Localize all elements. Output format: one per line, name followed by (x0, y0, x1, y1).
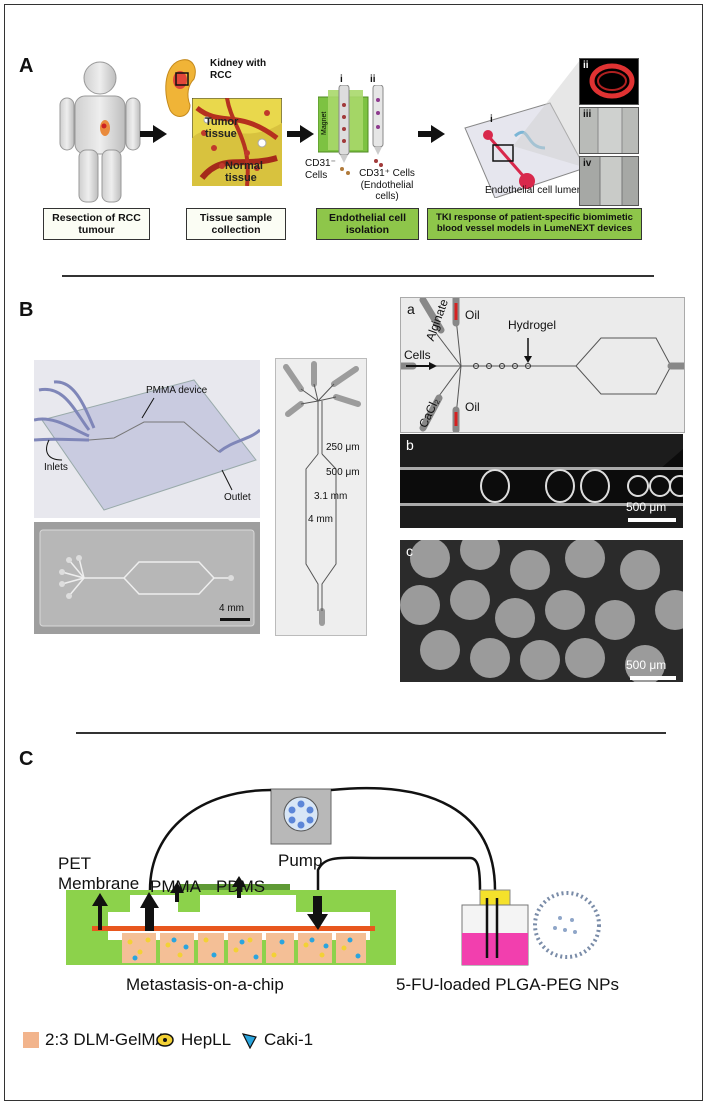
panel-b-letter: B (19, 299, 34, 321)
roman-i-a: i (340, 74, 343, 85)
droplet-generator-schematic: a Alginate Oil Oil Hydrogel Cells CaCl₂ (400, 297, 685, 433)
tumor-tissue-label: Tumor tissue (205, 116, 239, 141)
chip-label: Metastasis-on-a-chip (126, 975, 284, 994)
kidney-icon (165, 59, 196, 117)
microgel-micrograph: c 500 μm (400, 540, 683, 682)
flow-arrow-2-icon (300, 125, 314, 143)
kidney-label: Kidney with RCC (210, 58, 267, 81)
micro-image-iv: iv (579, 156, 639, 206)
panel-a-letter: A (19, 55, 34, 77)
reservoir-label: 5-FU-loaded PLGA-PEG NPs (396, 975, 619, 994)
flow-arrow-1-icon (153, 125, 167, 143)
pet-membrane-label: PET Membrane (58, 854, 140, 893)
dim-500um: 500 μm (326, 467, 360, 478)
legend-label-gelma: 2:3 DLM-GelMA (45, 1030, 167, 1049)
lumen-device-icon (464, 60, 586, 198)
dim-3-1mm: 3.1 mm (314, 491, 348, 502)
oil-top-label: Oil (465, 308, 480, 322)
scale-c-label: 500 μm (626, 658, 667, 672)
hepll-cell-icon (156, 1033, 174, 1047)
lumen-label: Endothelial cell lumen (485, 185, 583, 196)
subpanel-b-label: b (406, 437, 414, 453)
scale-4mm-label: 4 mm (219, 603, 244, 614)
cells-label: Cells (404, 348, 431, 362)
legend-label-caki: Caki-1 (264, 1030, 314, 1049)
micro-image-ii: ii (579, 58, 639, 105)
roman-iv: iv (583, 158, 592, 169)
pmma-label: PMMA (150, 877, 201, 896)
flow-arrow-3-icon (431, 125, 445, 143)
step-caption-3: Endothelial cell isolation (316, 208, 419, 240)
scale-b-label: 500 μm (626, 500, 667, 514)
nanoparticle-icon (533, 891, 601, 959)
divider-1 (62, 275, 654, 277)
pmma-device-photo: 4 mm (34, 522, 260, 634)
tissue-section-icon (192, 98, 282, 186)
figure-frame (4, 4, 703, 1101)
cd31-negative-label: CD31⁻ Cells (305, 158, 336, 181)
panel-c-letter: C (19, 748, 34, 770)
dim-4mm: 4 mm (308, 514, 333, 525)
droplet-channel-micrograph: b 500 μm (400, 434, 683, 528)
caki-cell-icon (241, 1033, 257, 1049)
channel-schematic: 250 μm 500 μm 3.1 mm 4 mm (275, 358, 367, 636)
cd31-positive-label: CD31⁺ Cells (Endothelial cells) (359, 168, 415, 202)
step-caption-1: Resection of RCC tumour (43, 208, 150, 240)
hydrogel-label: Hydrogel (508, 318, 557, 332)
legend-item-gelma: 2:3 DLM-GelMA (23, 1030, 167, 1050)
outlet-label: Outlet (224, 492, 251, 503)
pmma-device-label: PMMA device (146, 385, 208, 396)
legend-item-caki: Caki-1 (240, 1030, 313, 1050)
roman-i-b: i (490, 114, 493, 125)
roman-ii-b: ii (583, 60, 589, 71)
oil-bottom-label: Oil (465, 400, 480, 414)
roman-ii-a: ii (370, 74, 376, 85)
square-swatch-icon (23, 1032, 39, 1048)
inlets-label: Inlets (44, 462, 68, 473)
normal-tissue-label: Normal tissue (225, 160, 263, 185)
subpanel-c-label: c (406, 543, 413, 559)
roman-iii: iii (583, 109, 592, 120)
pdms-label: PDMS (216, 877, 266, 896)
step-caption-4: TKI response of patient-specific biomime… (427, 208, 642, 240)
svg-text:Magnet: Magnet (321, 112, 328, 135)
dim-250um: 250 μm (326, 442, 360, 453)
subpanel-a-label: a (407, 301, 415, 317)
pmma-device-render: PMMA device Inlets Outlet (34, 360, 260, 518)
divider-2 (76, 732, 666, 734)
step-caption-2: Tissue sample collection (186, 208, 286, 240)
micro-image-iii: iii (579, 107, 639, 154)
legend-item-hepll: HepLL (155, 1030, 231, 1050)
legend-label-hepll: HepLL (181, 1030, 232, 1049)
pump-label: Pump (278, 851, 323, 870)
patient-figure-icon (59, 61, 141, 203)
magnetic-separation-icon: Magnet (318, 85, 384, 175)
